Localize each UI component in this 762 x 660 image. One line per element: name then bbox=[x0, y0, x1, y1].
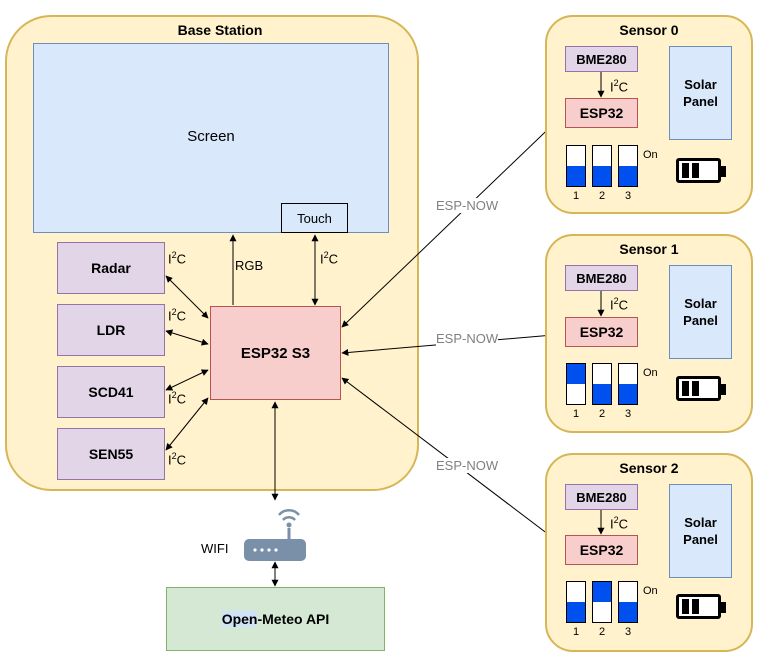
scd41-arrow bbox=[165, 369, 209, 391]
sensor-2-on-label: On bbox=[643, 585, 658, 597]
sensor-2-switch-2 bbox=[592, 581, 612, 623]
touch-i2c-label: I2C bbox=[320, 250, 339, 267]
espnow-label-0: ESP-NOW bbox=[436, 198, 499, 213]
sensor-1-bme280: BME280 bbox=[565, 265, 638, 291]
sensor-1-on-label: On bbox=[643, 367, 658, 379]
screen-block: Screen bbox=[33, 43, 389, 233]
sensor-0-bme280: BME280 bbox=[565, 46, 638, 72]
sensor-1-switch-label-2: 2 bbox=[598, 408, 606, 420]
sensor-2-esp32: ESP32 bbox=[565, 535, 638, 565]
sen55-block: SEN55 bbox=[57, 428, 165, 480]
sensor-0-switch-2 bbox=[592, 145, 612, 187]
espnow-label-1: ESP-NOW bbox=[436, 331, 499, 346]
sensor-0-switch-label-1: 1 bbox=[572, 190, 580, 202]
sensor-2-switch-label-2: 2 bbox=[598, 626, 606, 638]
espnow-arrow-0 bbox=[341, 112, 566, 328]
sensor-2-i2c-label: I2C bbox=[610, 515, 629, 532]
sensor-1-battery-icon bbox=[676, 376, 731, 404]
sen55-arrow bbox=[165, 397, 209, 451]
sensor-0-switch-label-2: 2 bbox=[598, 190, 606, 202]
radar-block: Radar bbox=[57, 242, 165, 294]
sensor-0-switch-1 bbox=[566, 145, 586, 187]
screen-label: Screen bbox=[187, 127, 235, 145]
sensor-1-switch-1 bbox=[566, 363, 586, 405]
radar-i2c-label: I2C bbox=[168, 250, 187, 267]
sensor-2-bme280: BME280 bbox=[565, 484, 638, 510]
sensor-2-switch-1 bbox=[566, 581, 586, 623]
radar-arrow bbox=[165, 275, 209, 319]
scd41-block: SCD41 bbox=[57, 366, 165, 418]
espnow-label-2: ESP-NOW bbox=[436, 458, 499, 473]
sensor-1-i2c-label: I2C bbox=[610, 296, 629, 313]
ldr-block: LDR bbox=[57, 304, 165, 356]
rgb-label: RGB bbox=[235, 258, 264, 273]
sensor-1-switch-label-3: 3 bbox=[624, 408, 632, 420]
sensor-0-on-label: On bbox=[643, 149, 658, 161]
sensor-2-switch-label-1: 1 bbox=[572, 626, 580, 638]
sensor-0-battery-icon bbox=[676, 158, 731, 186]
sen55-i2c-label: I2C bbox=[168, 451, 187, 468]
sensor-0-title: Sensor 0 bbox=[619, 22, 679, 38]
sensor-2-switch-label-3: 3 bbox=[624, 626, 632, 638]
sensor-2-battery-icon bbox=[676, 594, 731, 622]
scd41-i2c-label: I2C bbox=[168, 390, 187, 407]
sensor-0-switch-label-3: 3 bbox=[624, 190, 632, 202]
ldr-i2c-label: I2C bbox=[168, 307, 187, 324]
sensor-1-esp32: ESP32 bbox=[565, 317, 638, 347]
open-meteo-api-block: Open-Meteo API bbox=[166, 587, 385, 651]
sensor-1-switch-label-1: 1 bbox=[572, 408, 580, 420]
api-label-rest: -Meteo API bbox=[257, 611, 330, 627]
sensor-1-switch-2 bbox=[592, 363, 612, 405]
sensor-2-title: Sensor 2 bbox=[619, 460, 679, 476]
sensor-1-title: Sensor 1 bbox=[619, 241, 679, 257]
sensor-2-switch-3 bbox=[618, 581, 638, 623]
wifi-label: WIFI bbox=[201, 541, 229, 556]
touch-block: Touch bbox=[281, 203, 348, 233]
sensor-0-switch-3 bbox=[618, 145, 638, 187]
api-label-highlight: Open bbox=[221, 611, 258, 627]
sensor-0-esp32: ESP32 bbox=[565, 98, 638, 128]
ldr-arrow bbox=[165, 329, 209, 346]
esp32-s3-block: ESP32 S3 bbox=[210, 306, 341, 400]
sensor-1-switch-3 bbox=[618, 363, 638, 405]
base-station-title: Base Station bbox=[177, 22, 263, 38]
sensor-0-i2c-label: I2C bbox=[610, 78, 629, 95]
